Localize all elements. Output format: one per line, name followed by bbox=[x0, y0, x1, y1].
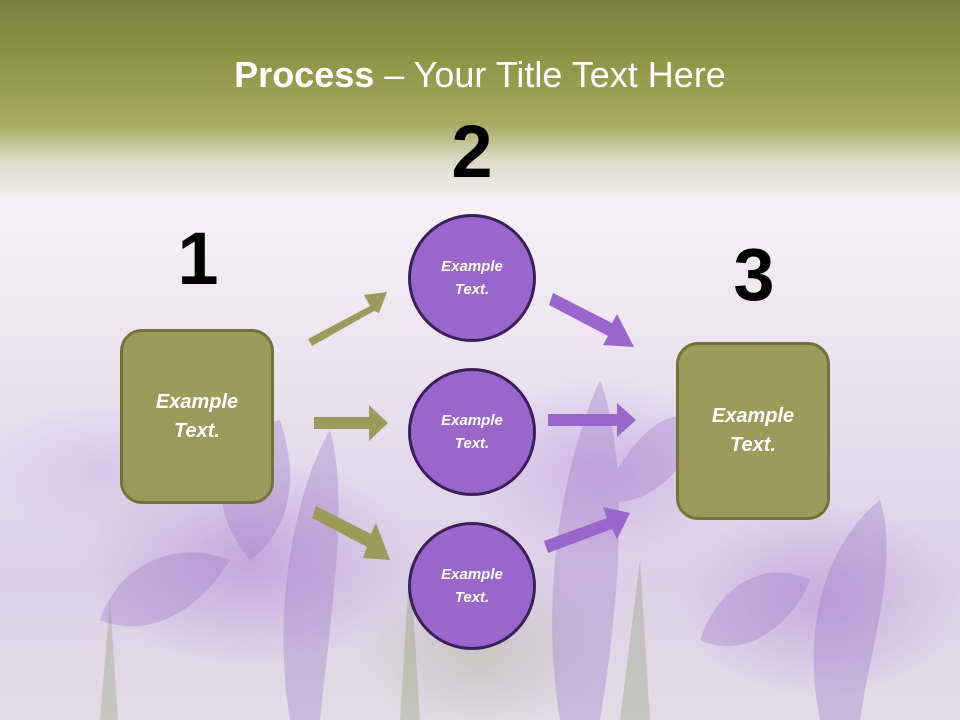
left-box-text: Example Text. bbox=[155, 390, 239, 442]
circle-top-text: Example Text. bbox=[441, 258, 503, 298]
purple-arrow-up-icon bbox=[544, 507, 630, 553]
left-box: Example Text. bbox=[120, 329, 274, 504]
circle-top: Example Text. bbox=[408, 214, 536, 342]
olive-arrow-down-icon bbox=[312, 506, 390, 560]
title-strong: Process bbox=[234, 54, 375, 95]
right-box: Example Text. bbox=[676, 342, 830, 520]
circle-bottom: Example Text. bbox=[408, 522, 536, 650]
right-box-text: Example Text. bbox=[711, 405, 795, 456]
slide-title: Process – Your Title Text Here bbox=[0, 54, 960, 96]
step-number-1: 1 bbox=[177, 217, 219, 300]
circle-middle-text: Example Text. bbox=[441, 412, 503, 452]
circle-bottom-text: Example Text. bbox=[441, 566, 503, 606]
step-number-3: 3 bbox=[733, 233, 775, 316]
purple-arrow-right-icon bbox=[548, 403, 636, 437]
olive-arrow-right-icon bbox=[314, 405, 388, 441]
title-band bbox=[0, 0, 960, 200]
purple-arrow-down-icon bbox=[549, 293, 634, 347]
step-number-2: 2 bbox=[451, 110, 493, 193]
olive-arrow-up-icon bbox=[308, 292, 387, 346]
circle-middle: Example Text. bbox=[408, 368, 536, 496]
title-rest: – Your Title Text Here bbox=[374, 54, 726, 95]
